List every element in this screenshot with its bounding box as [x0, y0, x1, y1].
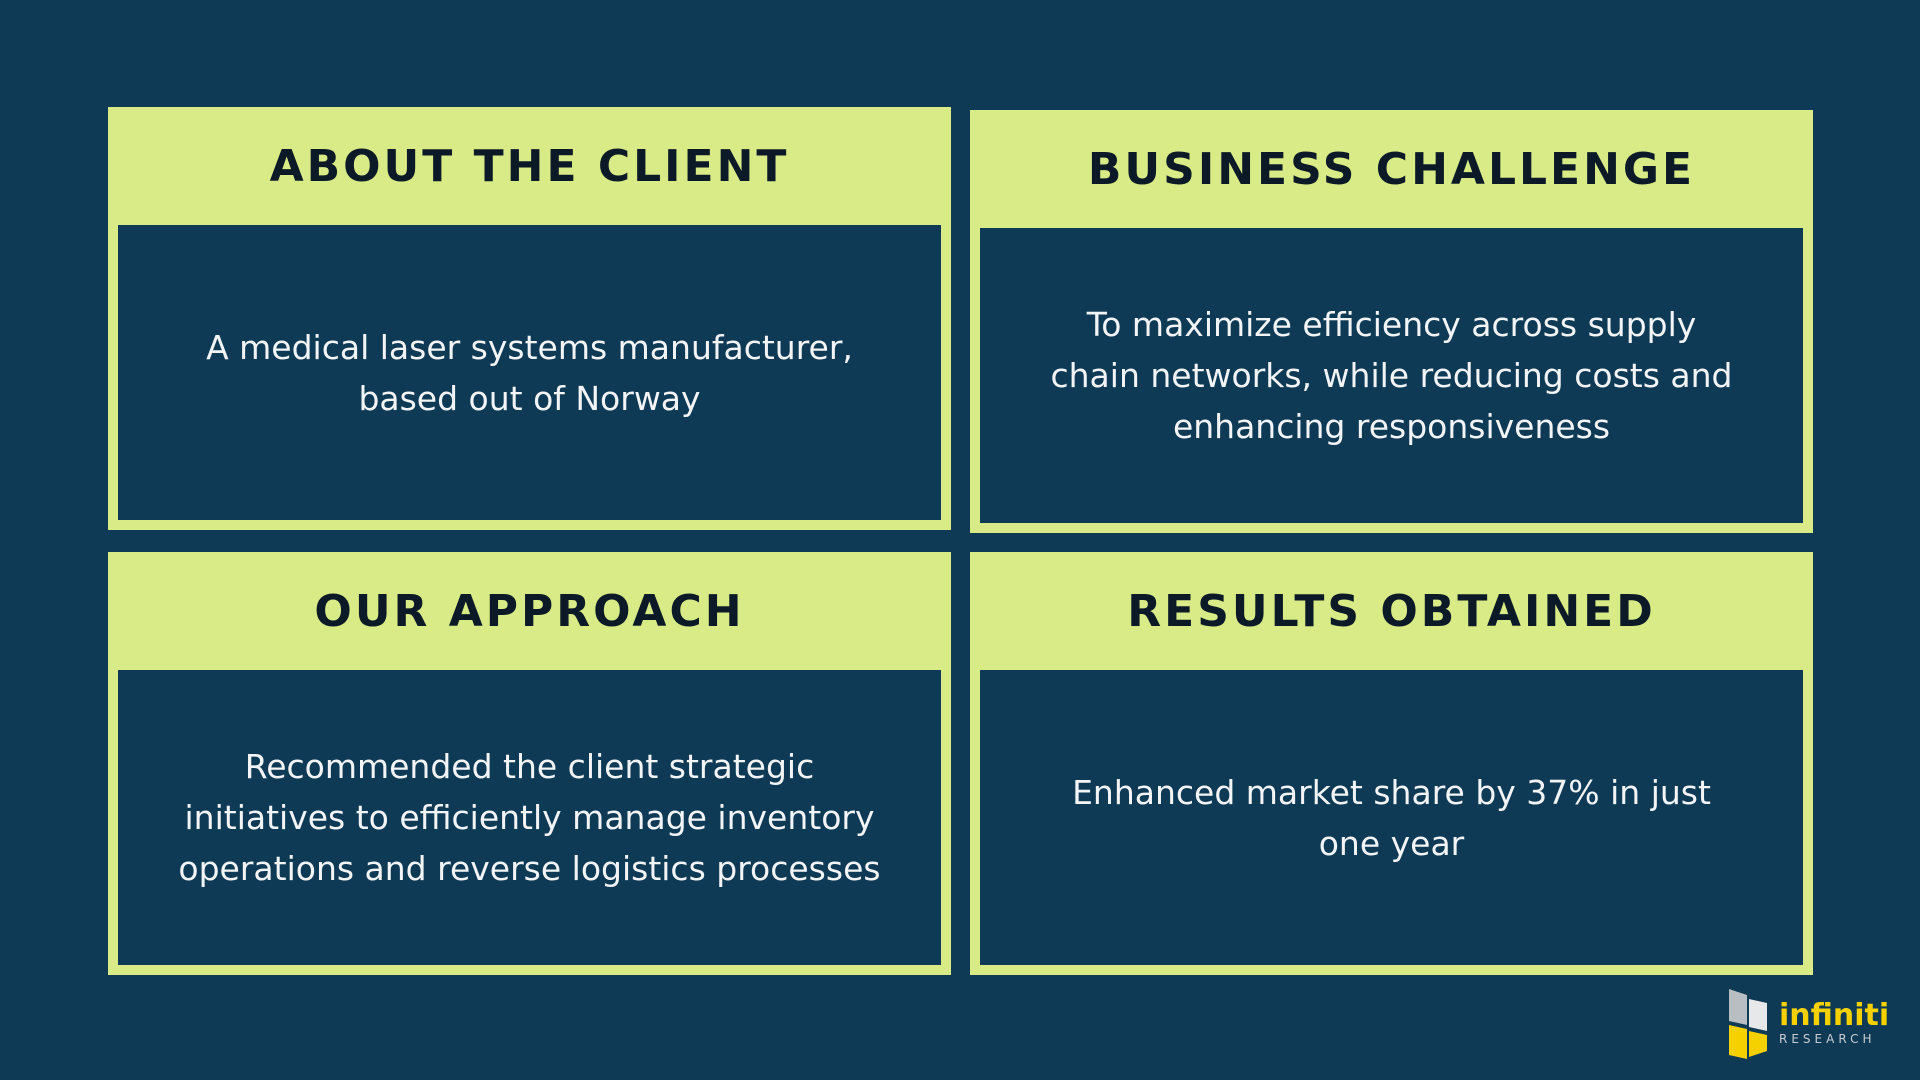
logo-subtitle: RESEARCH — [1779, 1032, 1876, 1046]
card-text: A medical laser systems manufacturer, ba… — [206, 327, 853, 418]
card-text: To maximize efficiency across supply cha… — [1050, 305, 1733, 446]
card-body: Enhanced market share by 37% in just one… — [980, 670, 1803, 965]
business-challenge-card: BUSINESS CHALLENGE To maximize efficienc… — [970, 110, 1813, 533]
card-title: OUR APPROACH — [314, 585, 745, 637]
card-text: Recommended the client strategic initiat… — [178, 747, 881, 888]
card-body: Recommended the client strategic initiat… — [118, 670, 941, 965]
card-text: Enhanced market share by 37% in just one… — [1072, 772, 1711, 863]
about-the-client-card: ABOUT THE CLIENT A medical laser systems… — [108, 107, 951, 530]
card-title: ABOUT THE CLIENT — [269, 140, 790, 192]
logo-name: infiniti — [1779, 998, 1890, 1033]
logo-text: infiniti RESEARCH — [1779, 998, 1890, 1047]
card-header: RESULTS OBTAINED — [970, 552, 1813, 670]
our-approach-card: OUR APPROACH Recommended the client stra… — [108, 552, 951, 975]
card-body: To maximize efficiency across supply cha… — [980, 228, 1803, 523]
card-body: A medical laser systems manufacturer, ba… — [118, 225, 941, 520]
results-obtained-card: RESULTS OBTAINED Enhanced market share b… — [970, 552, 1813, 975]
infiniti-logo-mark-icon — [1729, 989, 1767, 1059]
infiniti-research-logo: infiniti RESEARCH — [1727, 985, 1890, 1061]
card-title: BUSINESS CHALLENGE — [1087, 143, 1696, 195]
card-header: BUSINESS CHALLENGE — [970, 110, 1813, 228]
card-title: RESULTS OBTAINED — [1127, 585, 1656, 637]
card-header: ABOUT THE CLIENT — [108, 107, 951, 225]
card-header: OUR APPROACH — [108, 552, 951, 670]
